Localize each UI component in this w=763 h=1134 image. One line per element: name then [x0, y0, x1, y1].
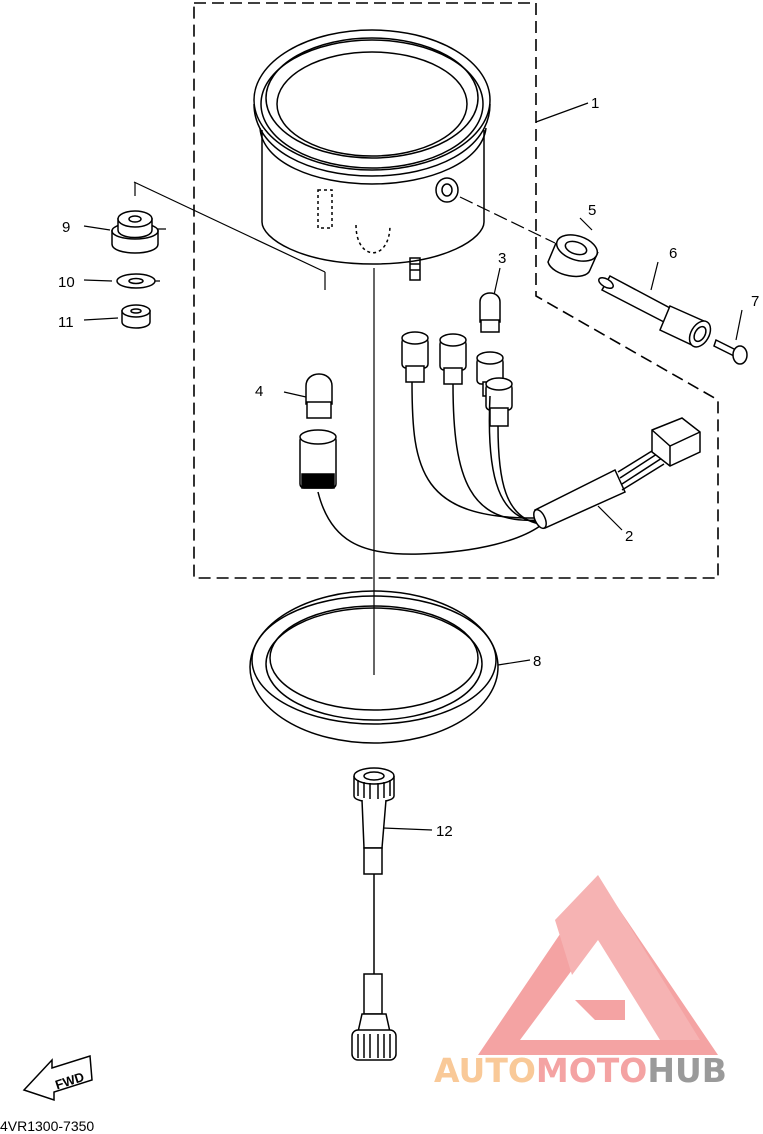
- speedometer-housing: [253, 29, 491, 281]
- leader-lines: [83, 102, 743, 831]
- speedometer-cable: [351, 767, 397, 1061]
- watermark-text: AUTOMOTOHUB: [434, 1051, 727, 1090]
- watermark-logo: [478, 875, 718, 1055]
- label-part-11: 11: [58, 314, 74, 331]
- watermark-moto: MOTO: [536, 1051, 647, 1090]
- watermark-hub: HUB: [647, 1051, 727, 1090]
- label-part-3: 3: [498, 250, 506, 267]
- fwd-arrow: FWD: [22, 1055, 93, 1102]
- bulbs: [305, 292, 501, 419]
- label-part-4: 4: [255, 383, 263, 400]
- diagram-code: 4VR1300-7350: [0, 1118, 94, 1134]
- bushing-sleeve-screw: [547, 234, 748, 365]
- label-part-2: 2: [625, 528, 633, 545]
- label-part-7: 7: [751, 293, 759, 310]
- label-part-1: 1: [591, 95, 599, 112]
- label-part-10: 10: [58, 274, 75, 291]
- label-part-12: 12: [436, 823, 453, 840]
- label-part-9: 9: [62, 219, 70, 236]
- label-part-8: 8: [533, 653, 541, 670]
- assembly-boundary: [193, 2, 719, 579]
- wire-harness: [299, 331, 701, 555]
- watermark-auto: AUTO: [434, 1051, 536, 1090]
- label-part-6: 6: [669, 245, 677, 262]
- label-part-5: 5: [588, 202, 596, 219]
- ring: [249, 590, 499, 744]
- grommet-washer-nut: [111, 210, 159, 329]
